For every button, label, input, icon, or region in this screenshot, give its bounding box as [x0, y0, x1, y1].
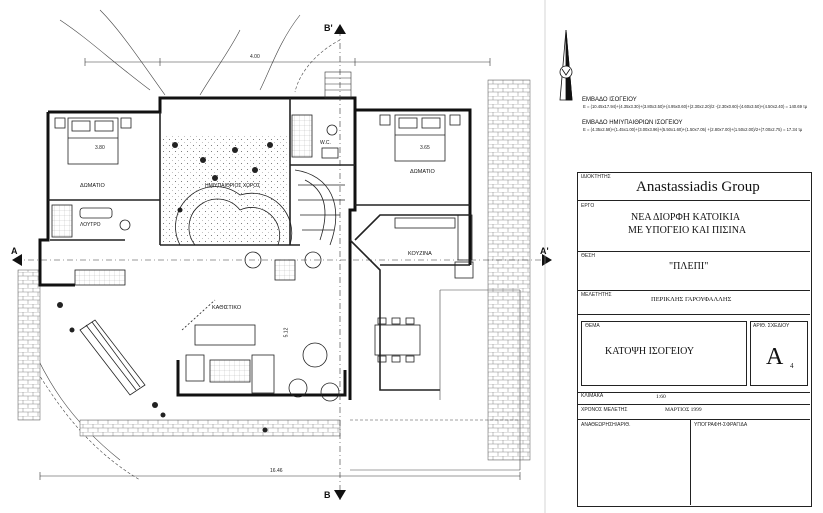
revision-label: ΑΝΑΘΕΩΡΗΣΗ/ΑΡΙΘ. [581, 422, 631, 428]
subject-value: ΚΑΤΟΨΗ ΙΣΟΓΕΙΟΥ [605, 346, 695, 357]
bathroom-fixtures [51, 114, 339, 286]
room-label-wc: W.C. [320, 140, 331, 146]
subject-box [581, 321, 747, 386]
room-label-bath: ΛΟΥΤΡΟ [80, 222, 101, 228]
section-mark-a-left: A [11, 246, 18, 256]
north-arrow-icon [559, 29, 573, 101]
project-line-1: ΝΕΑ ΔΙΟΡΦΗ ΚΑΤΟΙΚΙΑ [631, 212, 741, 223]
scale-label: ΚΛΙΜΑΚΑ [581, 393, 604, 399]
interior-walls [48, 98, 470, 391]
section-mark-b-top: B' [324, 23, 333, 33]
divider-location [578, 290, 810, 291]
section-mark-a-right: A' [540, 246, 549, 256]
subject-label: ΘΕΜΑ [585, 323, 600, 329]
room-label-bedroom-left: ΔΩΜΑΤΙΟ [80, 183, 105, 189]
owner-name: Anastassiadis Group [636, 179, 760, 195]
terrace-lines [350, 289, 521, 471]
entry-steps [324, 71, 352, 99]
kitchen-dining [374, 214, 474, 363]
ground-area-formula: E = (10.45x17.94)+(4.35x3.30)+(3.80x3.50… [583, 104, 808, 109]
spiral-stairs [175, 169, 345, 246]
dimension-living-vertical: 5.12 [283, 327, 290, 338]
bed-left [54, 117, 132, 165]
dimension-right-bedroom: 3.65 [420, 145, 430, 151]
living-furniture [181, 251, 340, 402]
designer-name: ΠΕΡΙΚΛΗΣ ΓΑΡΟΥΦΑΛΛΗΣ [651, 296, 732, 303]
atrium-floor [162, 135, 288, 243]
section-arrows [12, 24, 552, 500]
sheet-number-box [750, 321, 808, 386]
top-dimension [84, 58, 491, 66]
paving-bottom [79, 419, 341, 437]
title-block [577, 172, 812, 507]
owner-label: ΙΔΙΟΚΤΗΤΗΣ [581, 174, 611, 180]
paving-right [487, 79, 531, 461]
divider-date [578, 419, 810, 420]
sheet-number: 4 [790, 362, 794, 370]
designer-label: ΜΕΛΕΤΗΤΗΣ [581, 292, 612, 298]
divider-revision [690, 419, 691, 505]
room-label-bedroom-right: ΔΩΜΑΤΙΟ [410, 169, 435, 175]
sheet-number-label: ΑΡΙΘ. ΣΧΕΔΙΟΥ [753, 323, 790, 329]
ground-area-title: ΕΜΒΑΔΟ ΙΣΟΓΕΙΟΥ [582, 97, 637, 103]
project-line-2: ΜΕ ΥΠΟΓΕΙΟ ΚΑΙ ΠΙΣΙΝΑ [628, 225, 747, 236]
bed-right [379, 114, 461, 162]
section-mark-b-bottom: B [324, 490, 331, 500]
sheet-letter: A [766, 344, 784, 370]
room-label-living: ΚΑΘΙΣΤΙΚΟ [212, 305, 242, 311]
signature-label: ΥΠΟΓΡΑΦΗ-ΣΦΡΑΓΙΔΑ [694, 422, 748, 428]
bottom-dimension [39, 472, 521, 480]
divider-scale [578, 404, 810, 405]
plants [57, 142, 273, 433]
divider-subject [578, 392, 810, 393]
divider-owner [578, 200, 810, 201]
dimension-top: 4.00 [250, 54, 260, 60]
dimension-bottom: 16.46 [270, 468, 283, 474]
dimension-left-bedroom: 3.80 [95, 145, 105, 151]
semi-area-formula: E = (4.35x2.58)+(1.45x1.00)+(3.00x3.96)+… [583, 127, 803, 132]
date-label: ΧΡΟΝΟΣ ΜΕΛΕΤΗΣ [581, 407, 628, 413]
semi-area-title: ΕΜΒΑΔΟ ΗΜΙΥΠΑΙΘΡΙΩΝ ΙΣΟΓΕΙΟΥ [582, 120, 683, 126]
section-lines [15, 30, 550, 500]
location-value: "ΠΛΕΠΙ" [669, 261, 709, 272]
divider-designer [578, 314, 810, 315]
entrance-ramp [79, 319, 146, 396]
divider-project [578, 251, 810, 252]
date-value: ΜΑΡΤΙΟΣ 1999 [665, 407, 702, 413]
terrain-contours [24, 9, 341, 481]
room-label-kitchen: ΚΟΥΖΙΝΑ [408, 251, 432, 257]
room-label-atrium: ΗΜΙΥΠΑΙΘΡΙΟΣ ΧΩΡΟΣ [205, 183, 261, 189]
project-label: ΕΡΓΟ [581, 203, 595, 209]
scale-value: 1:60 [656, 394, 666, 400]
paving-left [17, 269, 41, 421]
location-label: ΘΕΣΗ [581, 253, 595, 259]
